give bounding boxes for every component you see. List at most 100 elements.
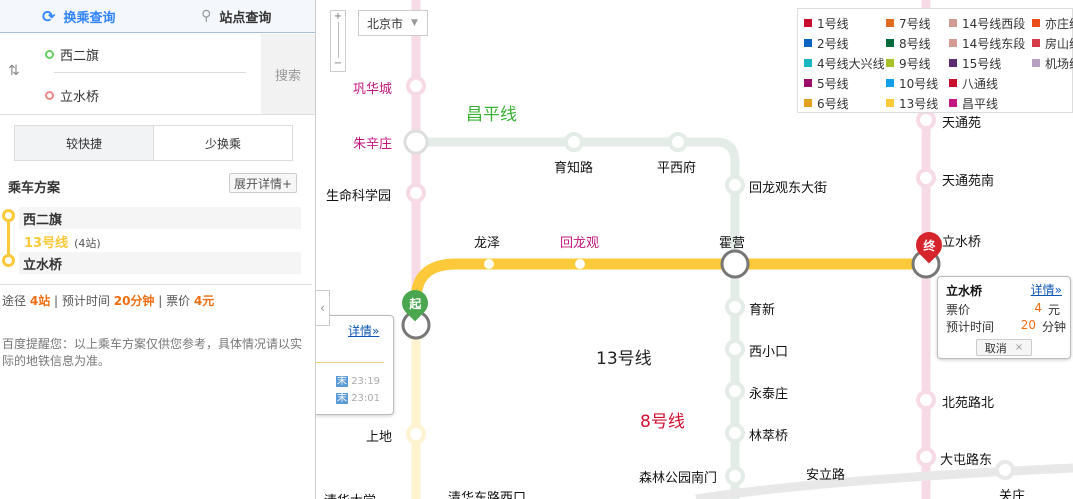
- legend-label: 9号线: [899, 56, 931, 71]
- legend-label: 13号线: [899, 96, 939, 111]
- transfer-icon: ⟳: [42, 6, 56, 26]
- legend-label: 10号线: [899, 76, 939, 91]
- line-color-swatch: [949, 59, 957, 67]
- line-color-swatch: [886, 79, 894, 87]
- station-node: [406, 76, 426, 96]
- legend-label: 4号线大兴线: [817, 56, 885, 71]
- station-node: [725, 339, 745, 359]
- cancel-button[interactable]: 取消×: [976, 339, 1032, 356]
- legend-item: 14号线东段: [949, 33, 1032, 53]
- station-node: [575, 259, 585, 269]
- station-node: [916, 110, 936, 130]
- station-label[interactable]: 霍营: [719, 236, 746, 251]
- legend-label: 6号线: [817, 96, 849, 111]
- zoom-in-icon[interactable]: +: [333, 11, 343, 22]
- interchange-node: [720, 249, 750, 279]
- station-node: [725, 423, 745, 443]
- line13-label: 13号线: [596, 349, 652, 369]
- station-label[interactable]: 回龙观东大街: [749, 181, 828, 196]
- station-label[interactable]: 林萃桥: [749, 429, 789, 444]
- legend-item: 4号线大兴线: [804, 53, 886, 73]
- station-label[interactable]: 北苑路北: [942, 396, 995, 411]
- legend-item: 2号线: [804, 33, 886, 53]
- line-color-swatch: [886, 39, 894, 47]
- disclaimer-note: 百度提醒您：以上乘车方案仅供您参考，具体情况请以实际的地铁信息为准。: [2, 337, 303, 368]
- station-label[interactable]: 天通苑: [942, 116, 982, 131]
- line-color-swatch: [886, 99, 894, 107]
- popup-station-name: 立水桥: [946, 284, 983, 298]
- end-detail-link[interactable]: 详情»: [1030, 283, 1062, 297]
- option-fewer-transfers[interactable]: 少换乘: [204, 136, 241, 151]
- station-label[interactable]: 西小口: [749, 345, 789, 360]
- legend-label: 1号线: [817, 16, 849, 31]
- tab-transfer-query[interactable]: ⟳换乘查询: [42, 6, 116, 26]
- line-color-swatch: [949, 79, 957, 87]
- legend-label: 14号线西段: [962, 16, 1026, 31]
- to-field[interactable]: 立水桥: [45, 86, 99, 105]
- station-label[interactable]: 上地: [366, 430, 393, 445]
- station-label[interactable]: 朱辛庄: [353, 137, 393, 152]
- end-node-icon: [2, 254, 15, 267]
- station-label[interactable]: 回龙观: [560, 236, 600, 251]
- station-node: [725, 466, 745, 486]
- swap-icon[interactable]: ⇅: [8, 63, 20, 79]
- line8-label: 8号线: [640, 412, 685, 432]
- station-label[interactable]: 龙泽: [474, 236, 501, 251]
- zoom-control[interactable]: +−: [330, 10, 346, 72]
- plan-line: 13号线(4站): [24, 236, 101, 251]
- legend-item: 6号线: [804, 93, 886, 113]
- option-fastest[interactable]: 较快捷: [15, 126, 154, 160]
- from-field[interactable]: 西二旗: [45, 45, 99, 64]
- tab-station-query[interactable]: ⚲站点查询: [201, 8, 272, 26]
- line-color-swatch: [1032, 59, 1040, 67]
- legend-item: 15号线: [949, 53, 1032, 73]
- line-color-swatch: [804, 59, 812, 67]
- legend-item: 9号线: [886, 53, 949, 73]
- legend-label: 昌平线: [962, 96, 999, 111]
- changping-line-label: 昌平线: [466, 105, 517, 125]
- line-color-swatch: [949, 99, 957, 107]
- station-label[interactable]: 育新: [749, 303, 776, 318]
- station-label[interactable]: 平西府: [657, 161, 697, 176]
- station-node: [406, 424, 426, 444]
- plan-end-station: 立水桥: [19, 252, 301, 274]
- station-label[interactable]: 天通苑南: [942, 174, 995, 189]
- plan-summary: 途径 4站 | 预计时间 20分钟 | 票价 4元: [0, 284, 312, 309]
- legend-item: 14号线西段: [949, 13, 1032, 33]
- station-label[interactable]: 生命科学园: [326, 189, 392, 204]
- station-node: [725, 297, 745, 317]
- legend-item: 1号线: [804, 13, 886, 33]
- collapse-panel-button[interactable]: ‹: [316, 290, 330, 326]
- station-label[interactable]: 清华大学: [324, 490, 376, 499]
- start-station-popup: 详情» 末 23:19 末 23:01: [316, 315, 394, 415]
- station-label[interactable]: 安立路: [806, 468, 846, 483]
- subway-map[interactable]: 起 终 昌平线 13号线 8号线 巩华城 朱辛庄 生命科学园 育知路 平西府 回…: [316, 0, 1073, 499]
- zoom-slider[interactable]: [338, 22, 345, 58]
- station-label[interactable]: 育知路: [554, 161, 594, 176]
- expand-details-button[interactable]: 展开详情+: [229, 173, 297, 193]
- line13-route-path: [410, 258, 926, 330]
- line-color-swatch: [949, 39, 957, 47]
- station-label[interactable]: 森林公园南门: [639, 471, 718, 486]
- station-label[interactable]: 关庄: [999, 489, 1026, 499]
- divider: [54, 72, 246, 73]
- city-select[interactable]: 北京市▼: [358, 10, 428, 36]
- station-label[interactable]: 永泰庄: [749, 387, 789, 402]
- plan-title: 乘车方案: [8, 181, 61, 196]
- legend-label: 15号线: [962, 56, 1002, 71]
- route-inputs: ⇅ 西二旗 立水桥: [0, 33, 315, 115]
- legend-item: 亦庄线: [1032, 13, 1073, 33]
- legend-label: 房山线: [1045, 36, 1073, 51]
- line-color-swatch: [804, 79, 812, 87]
- station-node: [668, 132, 688, 152]
- station-label[interactable]: 大屯路东: [940, 453, 993, 468]
- station-label[interactable]: 立水桥: [942, 235, 982, 250]
- line8-path: [416, 137, 740, 499]
- start-detail-link[interactable]: 详情»: [348, 324, 380, 338]
- legend-item: 昌平线: [949, 93, 1032, 113]
- station-label[interactable]: 巩华城: [353, 82, 393, 97]
- zoom-out-icon[interactable]: −: [333, 58, 343, 69]
- station-label[interactable]: 清华东路西口: [448, 491, 527, 499]
- legend-label: 5号线: [817, 76, 849, 91]
- search-button[interactable]: 搜索: [261, 34, 315, 114]
